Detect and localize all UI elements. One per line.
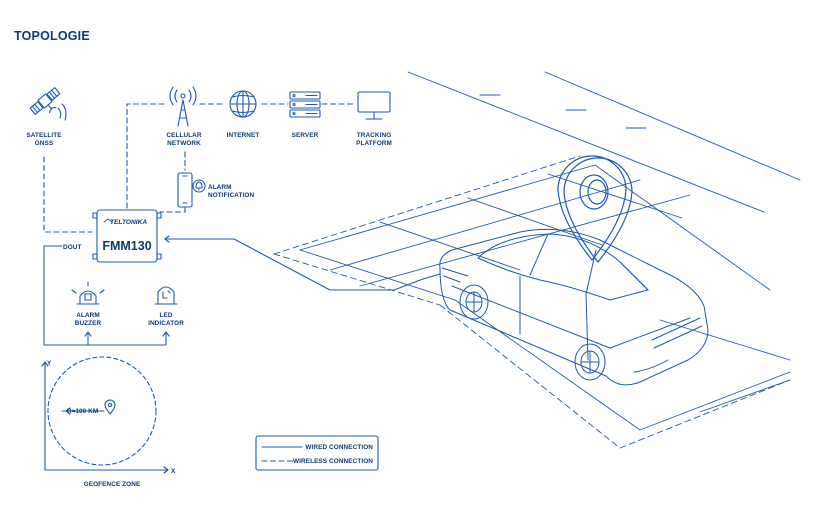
led-label-2: INDICATOR [148,320,184,327]
car-icon [422,228,709,386]
device-fmm130 [92,209,162,263]
satellite-label-2: GNSS [35,140,54,147]
tracking-label-1: TRACKING [357,132,392,139]
link-phone-device [159,207,186,213]
buzzer-label-1: ALARM [76,312,100,319]
geofence-zone [41,356,169,474]
alarm-notification-label-1: ALARM [208,184,232,191]
link-satellite-device [43,156,93,233]
axis-y-label: Y [47,360,52,367]
legend-wired-label: WIRED CONNECTION [305,444,373,451]
led-label-1: LED [159,312,172,319]
link-dout-bus [43,245,167,346]
alarm-notification-label-2: NOTIFICATION [208,192,254,199]
page-heading: TOPOLOGIE [14,29,90,43]
legend [255,435,379,471]
cellular-label-2: NETWORK [167,140,201,147]
smartphone-bell-icon [177,172,206,208]
map-pin-icon [557,155,633,263]
link-device-car [164,238,424,291]
legend-wireless-label: WIRELESS CONNECTION [293,458,373,465]
link-device-cellular [126,103,167,209]
geofence-circle [47,356,157,466]
wireless-links [43,103,355,233]
device-brand: TELTONIKA [110,219,147,226]
internet-label: INTERNET [227,132,260,139]
buzzer-label-2: BUZZER [75,320,102,327]
cellular-label-1: CELLULAR [166,132,202,139]
pin-small-icon [104,399,116,415]
dout-label: DOUT [63,244,82,251]
axis-x-label: X [171,468,176,475]
satellite-label-1: SATELLITE [26,132,62,139]
parking-lot [273,71,801,449]
device-model: FMM130 [102,239,151,253]
buzzer-icon [71,281,105,305]
server-label: SERVER [292,132,319,139]
satellite-icon [29,87,61,115]
monitor-icon [357,91,391,120]
tracking-label-2: PLATFORM [356,140,392,147]
wired-links [43,235,424,346]
cell-tower-icon [169,86,197,127]
globe-icon [229,90,257,118]
y-axis [44,361,169,471]
geofence-caption: GEOFENCE ZONE [84,481,141,488]
server-icon [289,91,321,118]
led-icon [154,286,178,305]
geofence-radius-label: R≈100 KM [67,408,98,415]
